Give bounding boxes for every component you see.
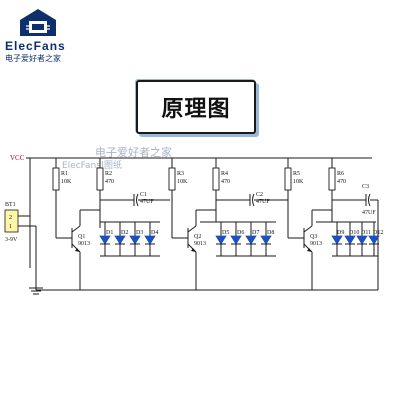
c1-value: 47UF xyxy=(140,199,154,205)
battery-connector xyxy=(4,209,19,233)
resistor-r5 xyxy=(284,167,292,191)
d12-ref: D12 xyxy=(373,230,383,236)
led-d10 xyxy=(344,222,356,256)
r1-value: 10K xyxy=(61,179,72,185)
led-d12 xyxy=(368,222,380,256)
d1-ref: D1 xyxy=(106,230,113,236)
r2-ref: R2 xyxy=(105,171,112,177)
led-d11 xyxy=(356,222,368,256)
title-box: 原理图 xyxy=(136,80,256,134)
diagram-title: 原理图 xyxy=(161,97,231,122)
c3-value: 47UF xyxy=(362,210,376,216)
battery-ref: BT1 xyxy=(5,202,16,208)
r6-ref: R6 xyxy=(337,171,344,177)
r5-value: 10K xyxy=(293,179,304,185)
battery-pin-1: 1 xyxy=(9,224,12,230)
battery-pin-2: 2 xyxy=(9,215,12,221)
q2-part: 9013 xyxy=(194,241,206,247)
r2-value: 470 xyxy=(105,179,114,185)
watermark-line2: ElecFans|图纸 xyxy=(62,161,122,171)
led-d6 xyxy=(230,222,242,256)
d4-ref: D4 xyxy=(151,230,158,236)
vcc-label: VCC xyxy=(10,154,25,162)
led-d7 xyxy=(245,222,257,256)
c3-ref: C3 xyxy=(362,184,369,190)
d2-ref: D2 xyxy=(121,230,128,236)
ground-icon xyxy=(29,287,43,295)
stage-1: R1 10K R2 470 C1 47UF Q1 9013 xyxy=(52,158,170,290)
elecfans-logo-icon xyxy=(20,9,56,36)
brand-tagline: 电子爱好者之家 xyxy=(5,54,61,63)
r1-ref: R1 xyxy=(61,171,68,177)
resistor-r3 xyxy=(168,167,176,191)
d7-ref: D7 xyxy=(252,230,259,236)
stage-3: R5 10K R6 470 C3 47UF Q3 xyxy=(284,158,383,290)
brand-name: ElecFans xyxy=(5,39,66,53)
led-d1 xyxy=(99,222,111,256)
battery-voltage: 3-9V xyxy=(5,237,18,243)
led-d5 xyxy=(215,222,227,256)
r3-value: 10K xyxy=(177,179,188,185)
q3-part: 9013 xyxy=(310,241,322,247)
d6-ref: D6 xyxy=(237,230,244,236)
led-d9 xyxy=(331,222,343,256)
led-d8 xyxy=(260,222,272,256)
q3-ref: Q3 xyxy=(310,234,317,240)
r5-ref: R5 xyxy=(293,171,300,177)
c2-ref: C2 xyxy=(256,192,263,198)
q1-ref: Q1 xyxy=(78,234,85,240)
led-d3 xyxy=(129,222,141,256)
d9-ref: D9 xyxy=(337,230,344,236)
d10-ref: D10 xyxy=(349,230,359,236)
c2-value: 47UF xyxy=(256,199,270,205)
resistor-r6 xyxy=(328,167,336,191)
r3-ref: R3 xyxy=(177,171,184,177)
resistor-r2 xyxy=(96,167,104,191)
led-d2 xyxy=(114,222,126,256)
q1-part: 9013 xyxy=(78,241,90,247)
d11-ref: D11 xyxy=(361,230,371,236)
c1-ref: C1 xyxy=(140,192,147,198)
d5-ref: D5 xyxy=(222,230,229,236)
q2-ref: Q2 xyxy=(194,234,201,240)
r6-value: 470 xyxy=(337,179,346,185)
resistor-r1 xyxy=(52,167,60,191)
r4-value: 470 xyxy=(221,179,230,185)
r4-ref: R4 xyxy=(221,171,228,177)
d8-ref: D8 xyxy=(267,230,274,236)
led-d4 xyxy=(144,222,156,256)
d3-ref: D3 xyxy=(136,230,143,236)
resistor-r4 xyxy=(212,167,220,191)
stage-2: R3 10K R4 470 C2 47UF Q2 9013 xyxy=(168,158,288,290)
watermark-line1: 电子爱好者之家 xyxy=(95,146,172,159)
